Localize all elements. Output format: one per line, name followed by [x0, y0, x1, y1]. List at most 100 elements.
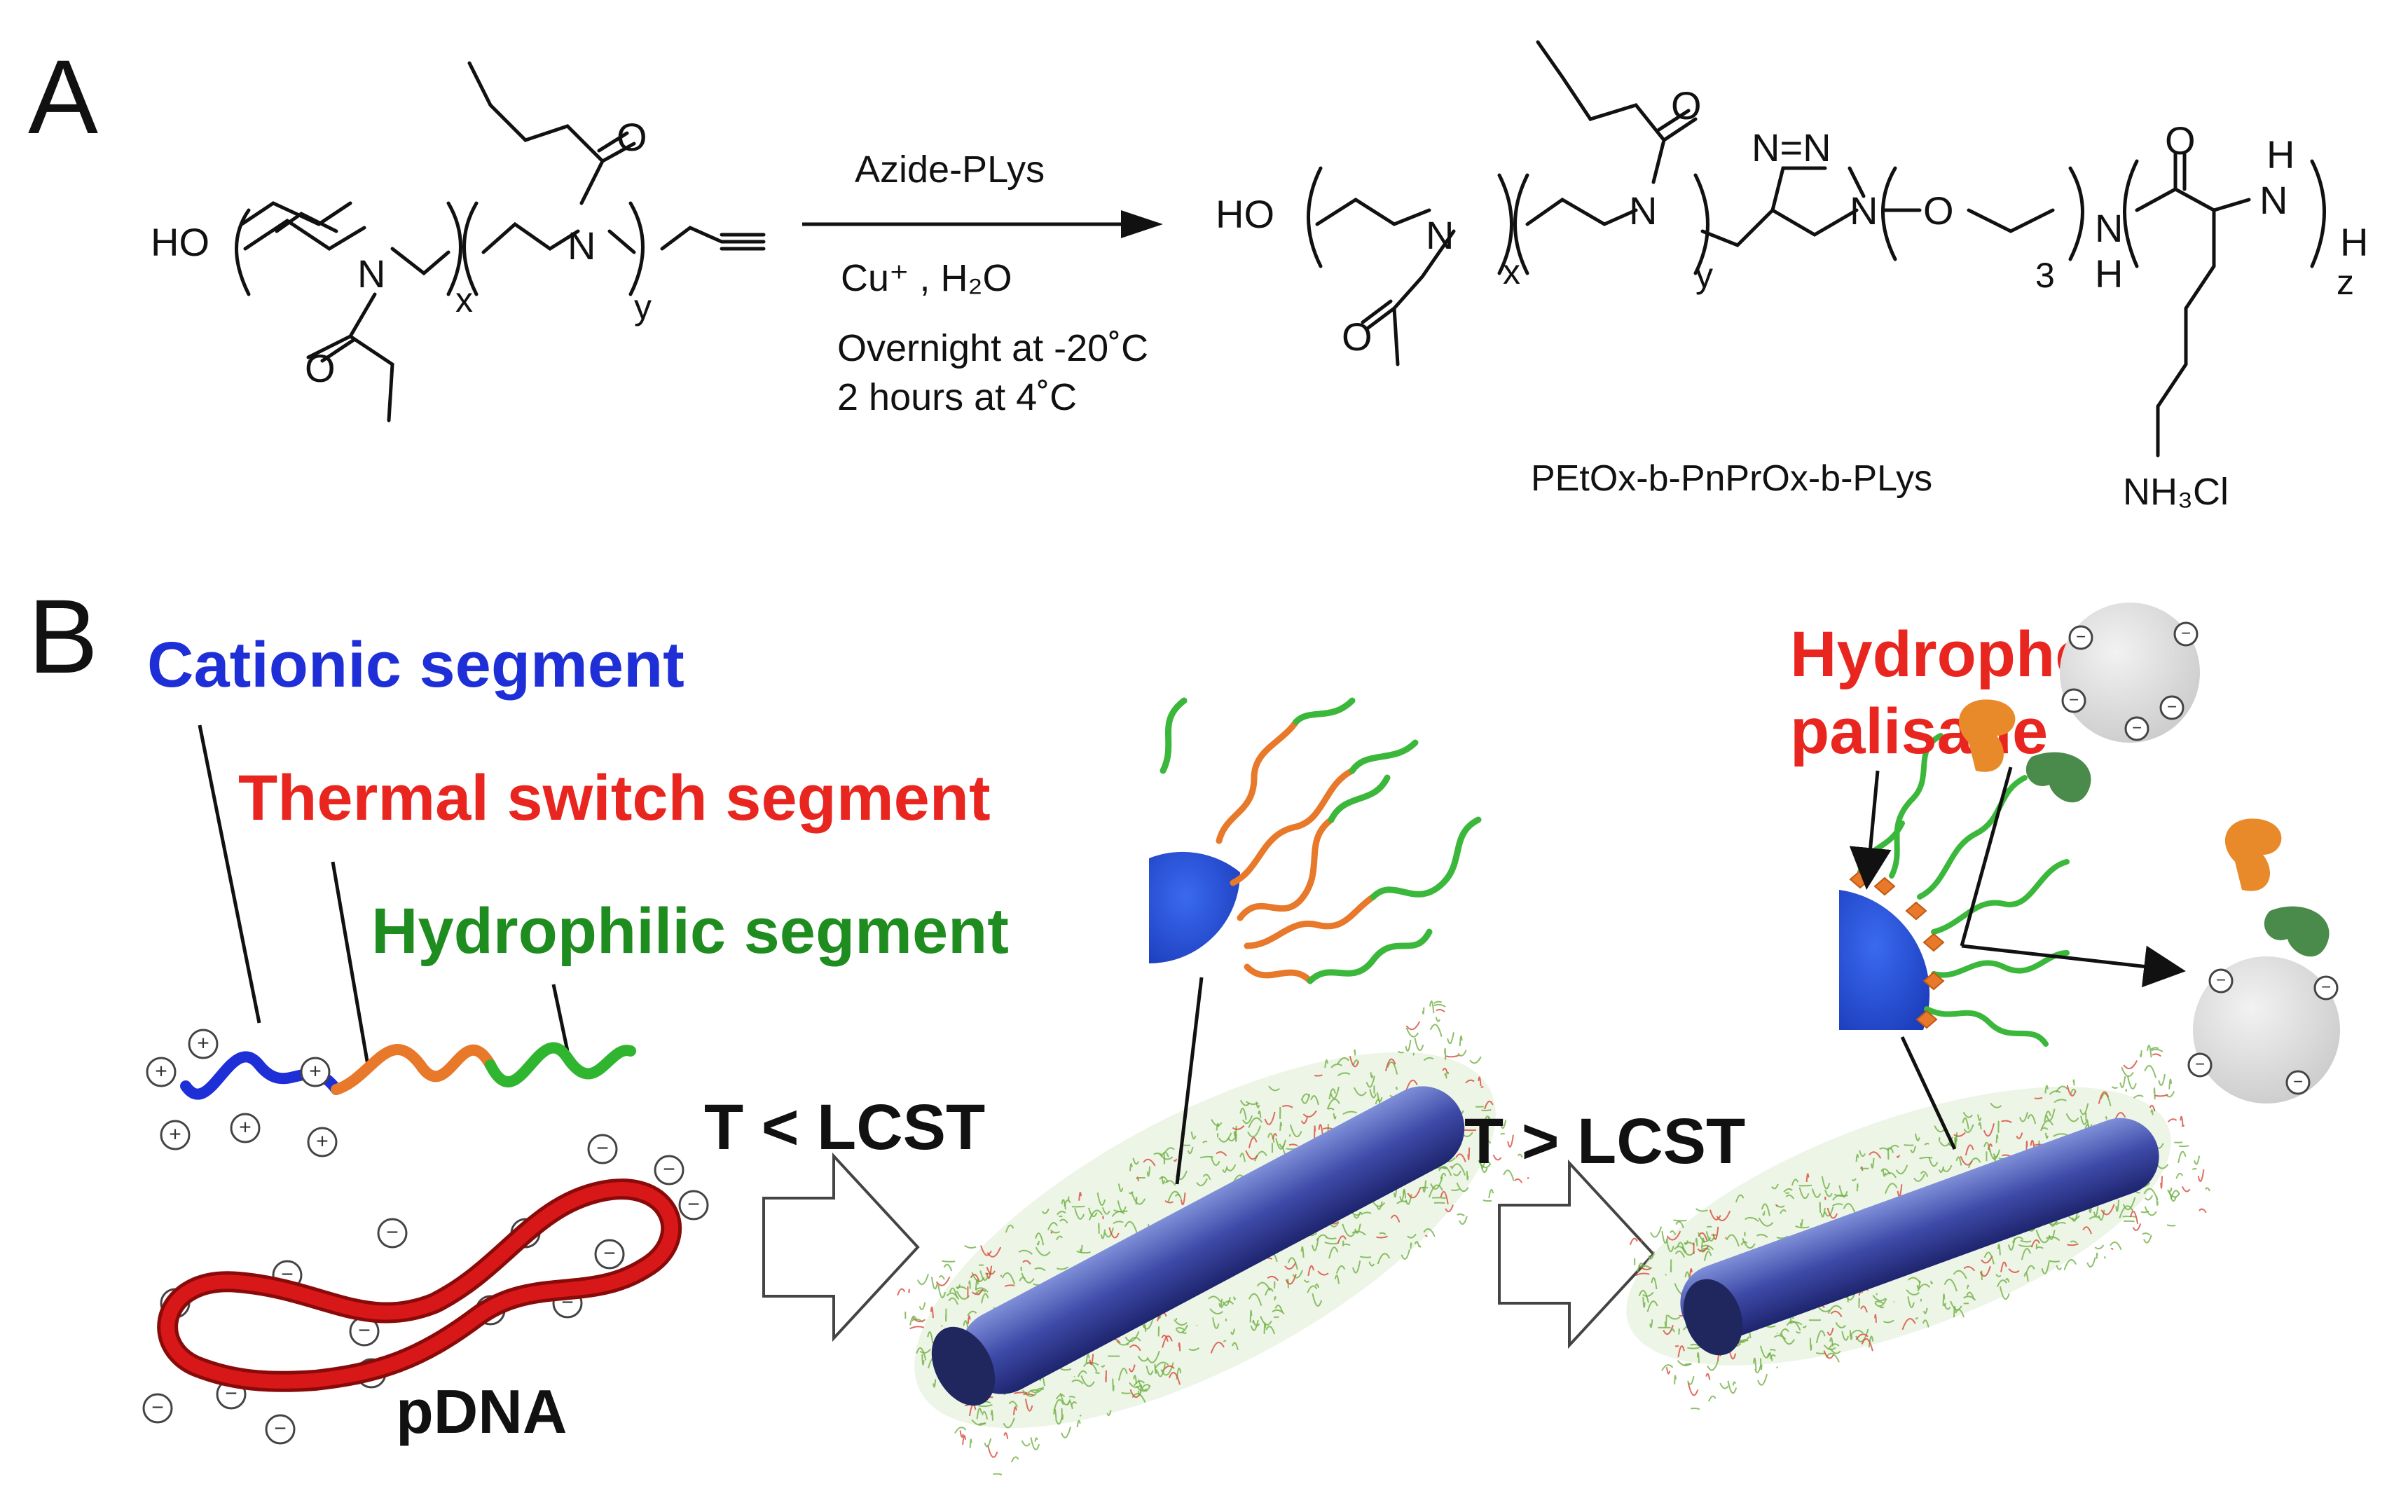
product-triazole-top: N=N — [1752, 125, 1831, 170]
thermal-switch-label: Thermal switch segment — [238, 762, 991, 834]
vesicle-charge-symbol: − — [2069, 691, 2079, 710]
minus-charge-symbol: − — [596, 1136, 609, 1160]
pdna-label: pDNA — [396, 1377, 567, 1446]
plus-charge: + — [188, 1029, 219, 1059]
high-temp-label: T > LCST — [1464, 1106, 1745, 1177]
segment-leader-lines — [198, 724, 570, 1066]
palisade-label-line2: palisade — [1790, 696, 2048, 767]
palisade-arrow — [1849, 770, 1892, 890]
product-bracket-close-2 — [1693, 173, 1709, 275]
reactant-ho: HO — [151, 220, 209, 264]
product-ho: HO — [1216, 192, 1274, 236]
zoom-inset-low — [1149, 697, 1482, 1185]
plus-charge-symbol: + — [316, 1129, 329, 1153]
vesicle-charge-symbol: − — [2321, 978, 2331, 997]
orange-protein-top — [1958, 699, 2016, 772]
vesicle-charge-symbol: − — [2167, 698, 2177, 717]
vesicle-right — [2193, 956, 2340, 1104]
reactant-n1: N — [357, 252, 385, 296]
minus-charge-symbol: − — [151, 1396, 164, 1419]
reaction-catalyst: Cu⁺ , H₂O — [841, 257, 1012, 299]
triblock-polymer — [180, 1042, 636, 1100]
reactant-bracket-close-2 — [628, 201, 645, 296]
product-sub-x: x — [1503, 252, 1520, 291]
minus-charge: − — [349, 1316, 380, 1347]
vesicle-charge: − — [2208, 968, 2234, 994]
product-o-bottom: O — [1342, 315, 1372, 359]
plus-charge-symbol: + — [197, 1031, 209, 1054]
reactant-structure — [235, 61, 766, 422]
product-lys-h: H — [2266, 132, 2295, 177]
minus-charge: − — [587, 1134, 618, 1164]
low-temp-arrow — [762, 1152, 920, 1342]
product-bracket-open-1 — [1307, 166, 1323, 268]
minus-charge-symbol: − — [274, 1417, 287, 1440]
orange-protein-right — [2224, 818, 2282, 891]
minus-charge: − — [594, 1239, 625, 1270]
panel-a: A — [28, 38, 2368, 513]
vesicle-charge: − — [2159, 695, 2185, 720]
reactant-bracket-open-2 — [462, 201, 479, 296]
product-n1: N — [1426, 213, 1454, 257]
reactant-n2: N — [567, 224, 596, 268]
green-protein-right — [2264, 906, 2330, 957]
protein-vesicles: −−−−−−−−− — [1958, 603, 2340, 1104]
minus-charge: − — [654, 1155, 684, 1185]
product-structure — [1307, 40, 2326, 458]
cationic-segment-label: Cationic segment — [147, 629, 684, 701]
vesicle-charge-symbol: − — [2076, 628, 2086, 647]
panel-b-label: B — [28, 577, 98, 695]
thermal-block — [331, 1044, 496, 1095]
product-sub-y: y — [1695, 256, 1713, 295]
reactant-bracket-open-1 — [235, 208, 251, 296]
product-amine: NH₃Cl — [2123, 471, 2229, 513]
pdna-plasmid — [157, 1178, 682, 1392]
product-o-top: O — [1671, 83, 1702, 128]
plus-charges: + + + + + + — [146, 1029, 338, 1157]
minus-charge: − — [265, 1414, 296, 1445]
protein-leader-line — [1960, 767, 2013, 947]
reactant-chain-1 — [240, 201, 321, 226]
vesicle-charge: − — [2187, 1052, 2213, 1078]
reactant-sub-x: x — [455, 280, 473, 319]
vesicle-charge-symbol: − — [2181, 624, 2191, 643]
reactant-bracket-close-1 — [446, 201, 462, 296]
plus-charge: + — [146, 1057, 177, 1087]
high-temp-arrow — [1498, 1159, 1656, 1349]
micelle-rod-low — [897, 1000, 1530, 1476]
minus-charge: − — [142, 1393, 173, 1424]
reaction-reagent: Azide-PLys — [855, 149, 1045, 191]
minus-charge: − — [678, 1190, 709, 1221]
green-protein-top — [2025, 752, 2091, 803]
reaction-condition-1: Overnight at -20˚C — [837, 327, 1148, 369]
hydrophilic-block — [485, 1042, 636, 1087]
reaction-arrow — [802, 210, 1163, 238]
vesicle-charge: − — [2061, 688, 2086, 713]
plus-charge-symbol: + — [239, 1115, 252, 1139]
minus-charge: − — [377, 1218, 408, 1249]
vesicle-charge-symbol: − — [2293, 1073, 2303, 1092]
vesicle-charge: − — [2285, 1070, 2311, 1095]
product-n2: N — [1629, 188, 1657, 233]
product-name: PEtOx-b-PnPrOx-b-PLys — [1531, 458, 1932, 499]
minus-charge-symbol: − — [663, 1157, 675, 1181]
vesicle-charge: − — [2173, 621, 2199, 647]
plus-charge: + — [307, 1127, 338, 1157]
plus-charge: + — [300, 1057, 331, 1087]
plus-charge-symbol: + — [309, 1059, 322, 1083]
product-lys-o: O — [2165, 118, 2196, 163]
product-lys-n: N — [2259, 178, 2287, 222]
product-ether-o: O — [1923, 188, 1954, 233]
plus-charge: + — [230, 1113, 261, 1143]
low-temp-label: T < LCST — [704, 1092, 985, 1163]
panel-a-label: A — [28, 38, 98, 156]
vesicle-charge-symbol: − — [2195, 1055, 2205, 1074]
reactant-o-top: O — [617, 115, 647, 159]
plus-charge-symbol: + — [169, 1122, 181, 1146]
panel-b: B Cationic segment Thermal switch segmen… — [28, 577, 2340, 1476]
micelle-rod-high — [1626, 1045, 2210, 1410]
hydrophilic-segment-label: Hydrophilic segment — [371, 895, 1009, 967]
product-nh-h: H — [2095, 252, 2123, 296]
